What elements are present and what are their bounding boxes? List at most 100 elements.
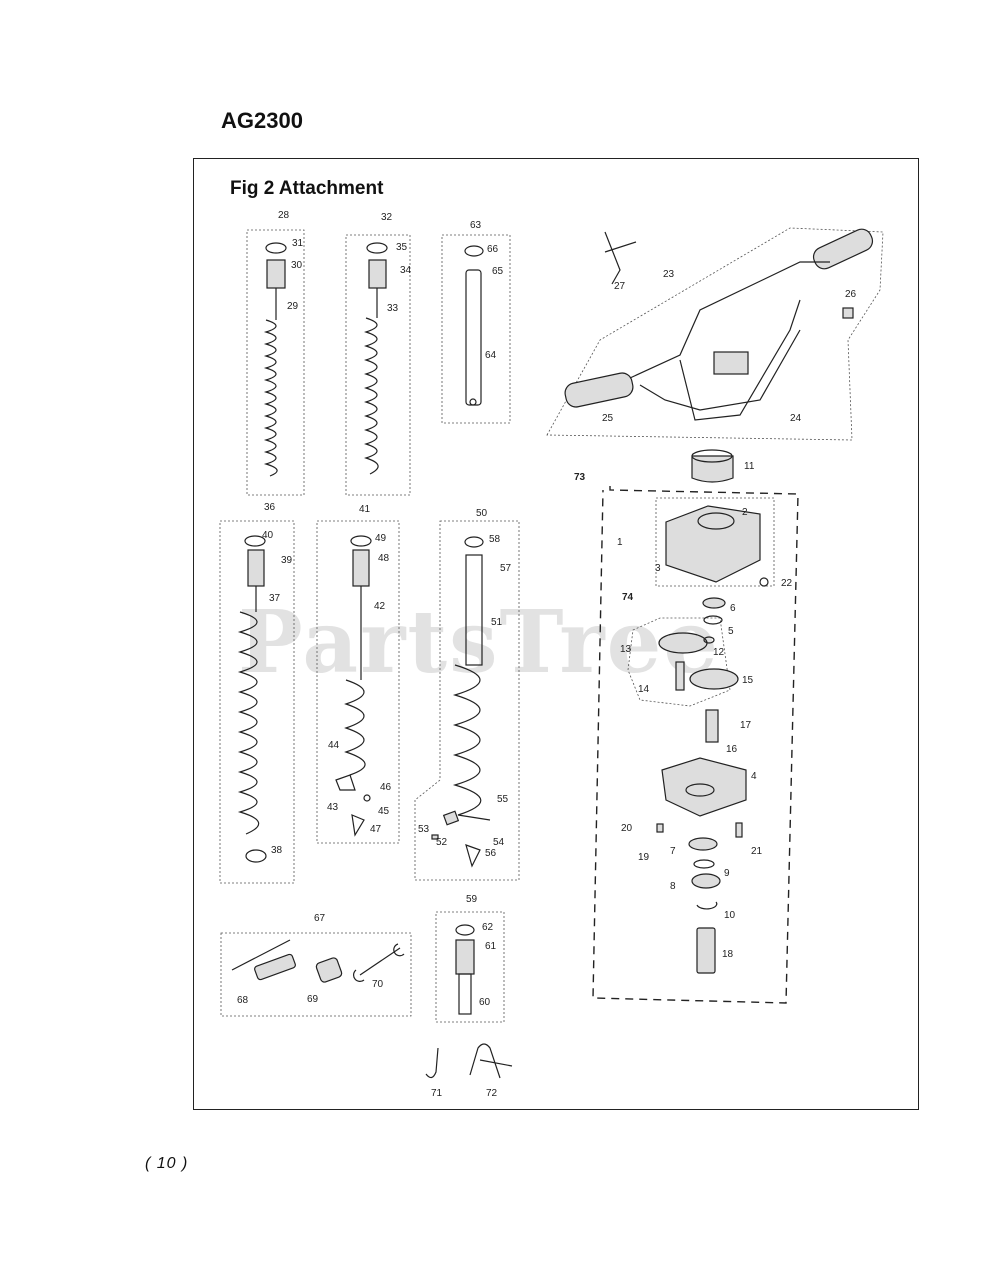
- callout-28: 28: [278, 210, 290, 221]
- gear-case-drawing: [656, 449, 769, 974]
- callout-73: 73: [574, 472, 586, 483]
- callout-49: 49: [375, 533, 387, 544]
- auger-group-32-box: [345, 234, 411, 496]
- callout-19: 19: [638, 852, 650, 863]
- callout-9: 9: [724, 868, 730, 879]
- callout-5: 5: [728, 626, 734, 637]
- callout-32: 32: [381, 212, 393, 223]
- callout-34: 34: [400, 265, 412, 276]
- extension-59-drawing: [455, 924, 475, 1015]
- auger-group-36-box: [219, 520, 295, 884]
- callout-20: 20: [621, 823, 633, 834]
- callout-59: 59: [466, 894, 478, 905]
- tool-kit-group-67-box: [220, 932, 412, 1017]
- callout-56: 56: [485, 848, 497, 859]
- callout-26: 26: [845, 289, 857, 300]
- extension-group-63-box: [441, 234, 511, 424]
- callout-22: 22: [781, 578, 793, 589]
- hook-pins-drawing: [425, 1043, 513, 1079]
- callout-51: 51: [491, 617, 503, 628]
- auger-28-drawing: [263, 242, 287, 477]
- callout-25: 25: [602, 413, 614, 424]
- auger-group-28-box: [246, 229, 305, 496]
- callout-7: 7: [670, 846, 676, 857]
- callout-40: 40: [262, 530, 274, 541]
- callout-61: 61: [485, 941, 497, 952]
- callout-57: 57: [500, 563, 512, 574]
- callout-58: 58: [489, 534, 501, 545]
- handle-drawing: [564, 228, 874, 421]
- handle-group-box: [546, 227, 884, 441]
- callout-68: 68: [237, 995, 249, 1006]
- callout-55: 55: [497, 794, 509, 805]
- figure-title: Fig 2 Attachment: [230, 178, 384, 199]
- extension-63-drawing: [464, 245, 484, 406]
- callout-35: 35: [396, 242, 408, 253]
- callout-67: 67: [314, 913, 326, 924]
- callout-27: 27: [614, 281, 626, 292]
- callout-30: 30: [291, 260, 303, 271]
- callout-48: 48: [378, 553, 390, 564]
- callout-44: 44: [328, 740, 340, 751]
- model-title: AG2300: [221, 108, 303, 133]
- callout-13: 13: [620, 644, 632, 655]
- callout-23: 23: [663, 269, 675, 280]
- callout-38: 38: [271, 845, 283, 856]
- callout-33: 33: [387, 303, 399, 314]
- auger-50-drawing: [431, 536, 491, 868]
- callout-60: 60: [479, 997, 491, 1008]
- callout-36: 36: [264, 502, 276, 513]
- callout-47: 47: [370, 824, 382, 835]
- callout-62: 62: [482, 922, 494, 933]
- callout-70: 70: [372, 979, 384, 990]
- callout-45: 45: [378, 806, 390, 817]
- gear-case-assembly-73-box: [592, 486, 799, 1004]
- callout-65: 65: [492, 266, 504, 277]
- callout-52: 52: [436, 837, 448, 848]
- callout-74: 74: [622, 592, 634, 603]
- callout-39: 39: [281, 555, 293, 566]
- callout-72: 72: [486, 1088, 498, 1099]
- callout-1: 1: [617, 537, 623, 548]
- callout-4: 4: [751, 771, 757, 782]
- callout-41: 41: [359, 504, 371, 515]
- auger-group-50-box: [414, 520, 520, 881]
- callout-63: 63: [470, 220, 482, 231]
- callout-18: 18: [722, 949, 734, 960]
- callout-11: 11: [744, 461, 755, 472]
- callout-29: 29: [287, 301, 299, 312]
- callout-12: 12: [713, 647, 725, 658]
- callout-66: 66: [487, 244, 499, 255]
- callout-16: 16: [726, 744, 738, 755]
- callout-17: 17: [740, 720, 752, 731]
- callout-10: 10: [724, 910, 736, 921]
- callout-31: 31: [292, 238, 304, 249]
- callout-15: 15: [742, 675, 754, 686]
- auger-36-drawing: [237, 535, 267, 863]
- callout-53: 53: [418, 824, 430, 835]
- callout-50: 50: [476, 508, 488, 519]
- callout-42: 42: [374, 601, 386, 612]
- page-number: ( 10 ): [145, 1155, 189, 1172]
- figure-frame: [193, 158, 919, 1110]
- auger-32-drawing: [364, 242, 388, 475]
- auger-41-drawing: [335, 535, 372, 837]
- callout-6: 6: [730, 603, 736, 614]
- callout-2: 2: [742, 507, 748, 518]
- callout-69: 69: [307, 994, 319, 1005]
- callout-3: 3: [655, 563, 661, 574]
- auger-group-41-box: [316, 520, 400, 844]
- extension-group-59-box: [435, 911, 505, 1023]
- callout-64: 64: [485, 350, 497, 361]
- callout-46: 46: [380, 782, 392, 793]
- housing-box: [655, 497, 775, 587]
- callout-43: 43: [327, 802, 339, 813]
- callout-54: 54: [493, 837, 505, 848]
- callout-37: 37: [269, 593, 281, 604]
- callout-24: 24: [790, 413, 802, 424]
- callout-71: 71: [431, 1088, 443, 1099]
- callout-21: 21: [751, 846, 763, 857]
- callout-labels: 28 31 30 29 32 35 34 33 63 66 65 64 27 2…: [237, 210, 857, 1099]
- callout-8: 8: [670, 881, 676, 892]
